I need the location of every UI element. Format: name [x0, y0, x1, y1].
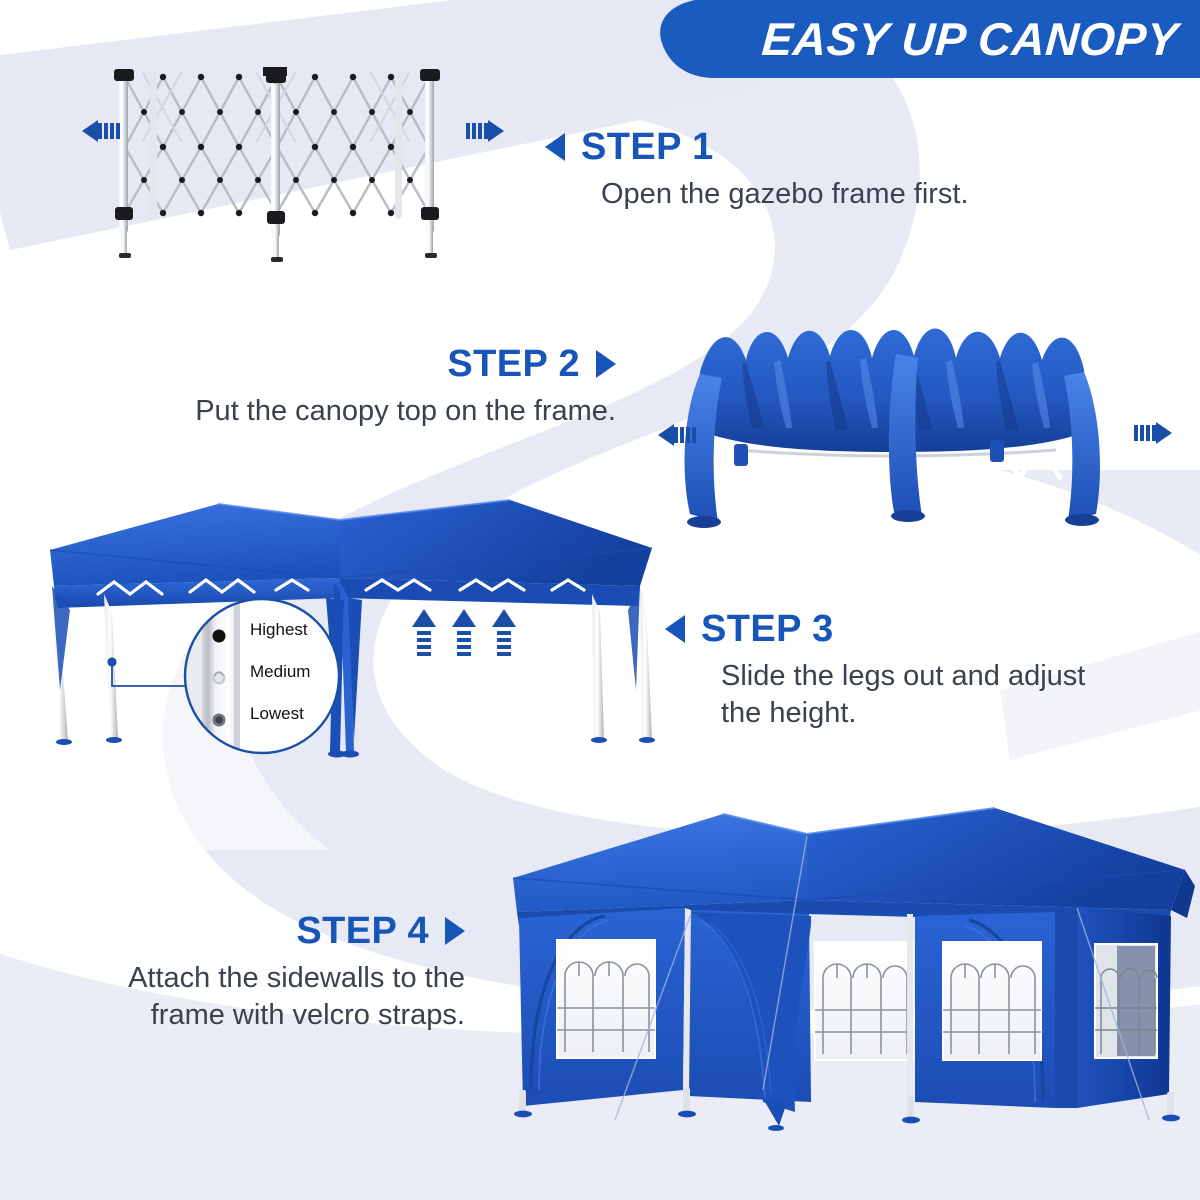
- step-2-heading: STEP 2: [195, 345, 616, 383]
- illustration-folded-frame: [114, 67, 440, 262]
- step-3-title: STEP 3: [701, 608, 834, 650]
- step-4-heading: STEP 4: [128, 912, 465, 950]
- callout-label-medium: Medium: [250, 662, 311, 681]
- step-4-title: STEP 4: [296, 910, 429, 952]
- step-4-block: STEP 4 Attach the sidewalls to the frame…: [128, 912, 465, 1034]
- illustration-open-canopy: [49, 499, 655, 758]
- triangle-right-icon: [596, 350, 616, 378]
- triangle-left-icon: [545, 133, 565, 161]
- triangle-left-icon: [665, 615, 685, 643]
- step-3-heading: STEP 3: [665, 610, 1085, 648]
- height-adjust-callout: Highest Medium Lowest: [172, 596, 352, 756]
- step-4-description: Attach the sidewalls to the frame with v…: [128, 962, 465, 1032]
- callout-label-lowest: Lowest: [250, 704, 304, 723]
- arrow-left-step1: [82, 120, 120, 142]
- step-2-description: Put the canopy top on the frame.: [195, 395, 616, 427]
- illustration-canopy-on-frame: [684, 328, 1100, 528]
- arrow-right-step1: [466, 120, 504, 142]
- step-2-title: STEP 2: [447, 343, 580, 385]
- step-2-block: STEP 2 Put the canopy top on the frame.: [195, 345, 616, 430]
- banner-title: EASY UP CANOPY: [760, 13, 1180, 65]
- triangle-right-icon: [445, 917, 465, 945]
- arrow-left-step2: [658, 424, 696, 446]
- callout-label-highest: Highest: [250, 620, 308, 639]
- step-1-block: STEP 1 Open the gazebo frame first.: [545, 128, 969, 213]
- header-banner: EASY UP CANOPY: [655, 0, 1200, 78]
- arrow-right-step2: [1134, 422, 1172, 444]
- illustration-canopy-sidewalls: [512, 807, 1195, 1131]
- step-1-heading: STEP 1: [545, 128, 969, 166]
- step-1-title: STEP 1: [581, 126, 714, 168]
- step-3-block: STEP 3 Slide the legs out and adjust the…: [665, 610, 1085, 732]
- arrows-up-group: [412, 609, 516, 656]
- step-1-description: Open the gazebo frame first.: [601, 178, 969, 210]
- step-3-description: Slide the legs out and adjust the height…: [721, 660, 1086, 730]
